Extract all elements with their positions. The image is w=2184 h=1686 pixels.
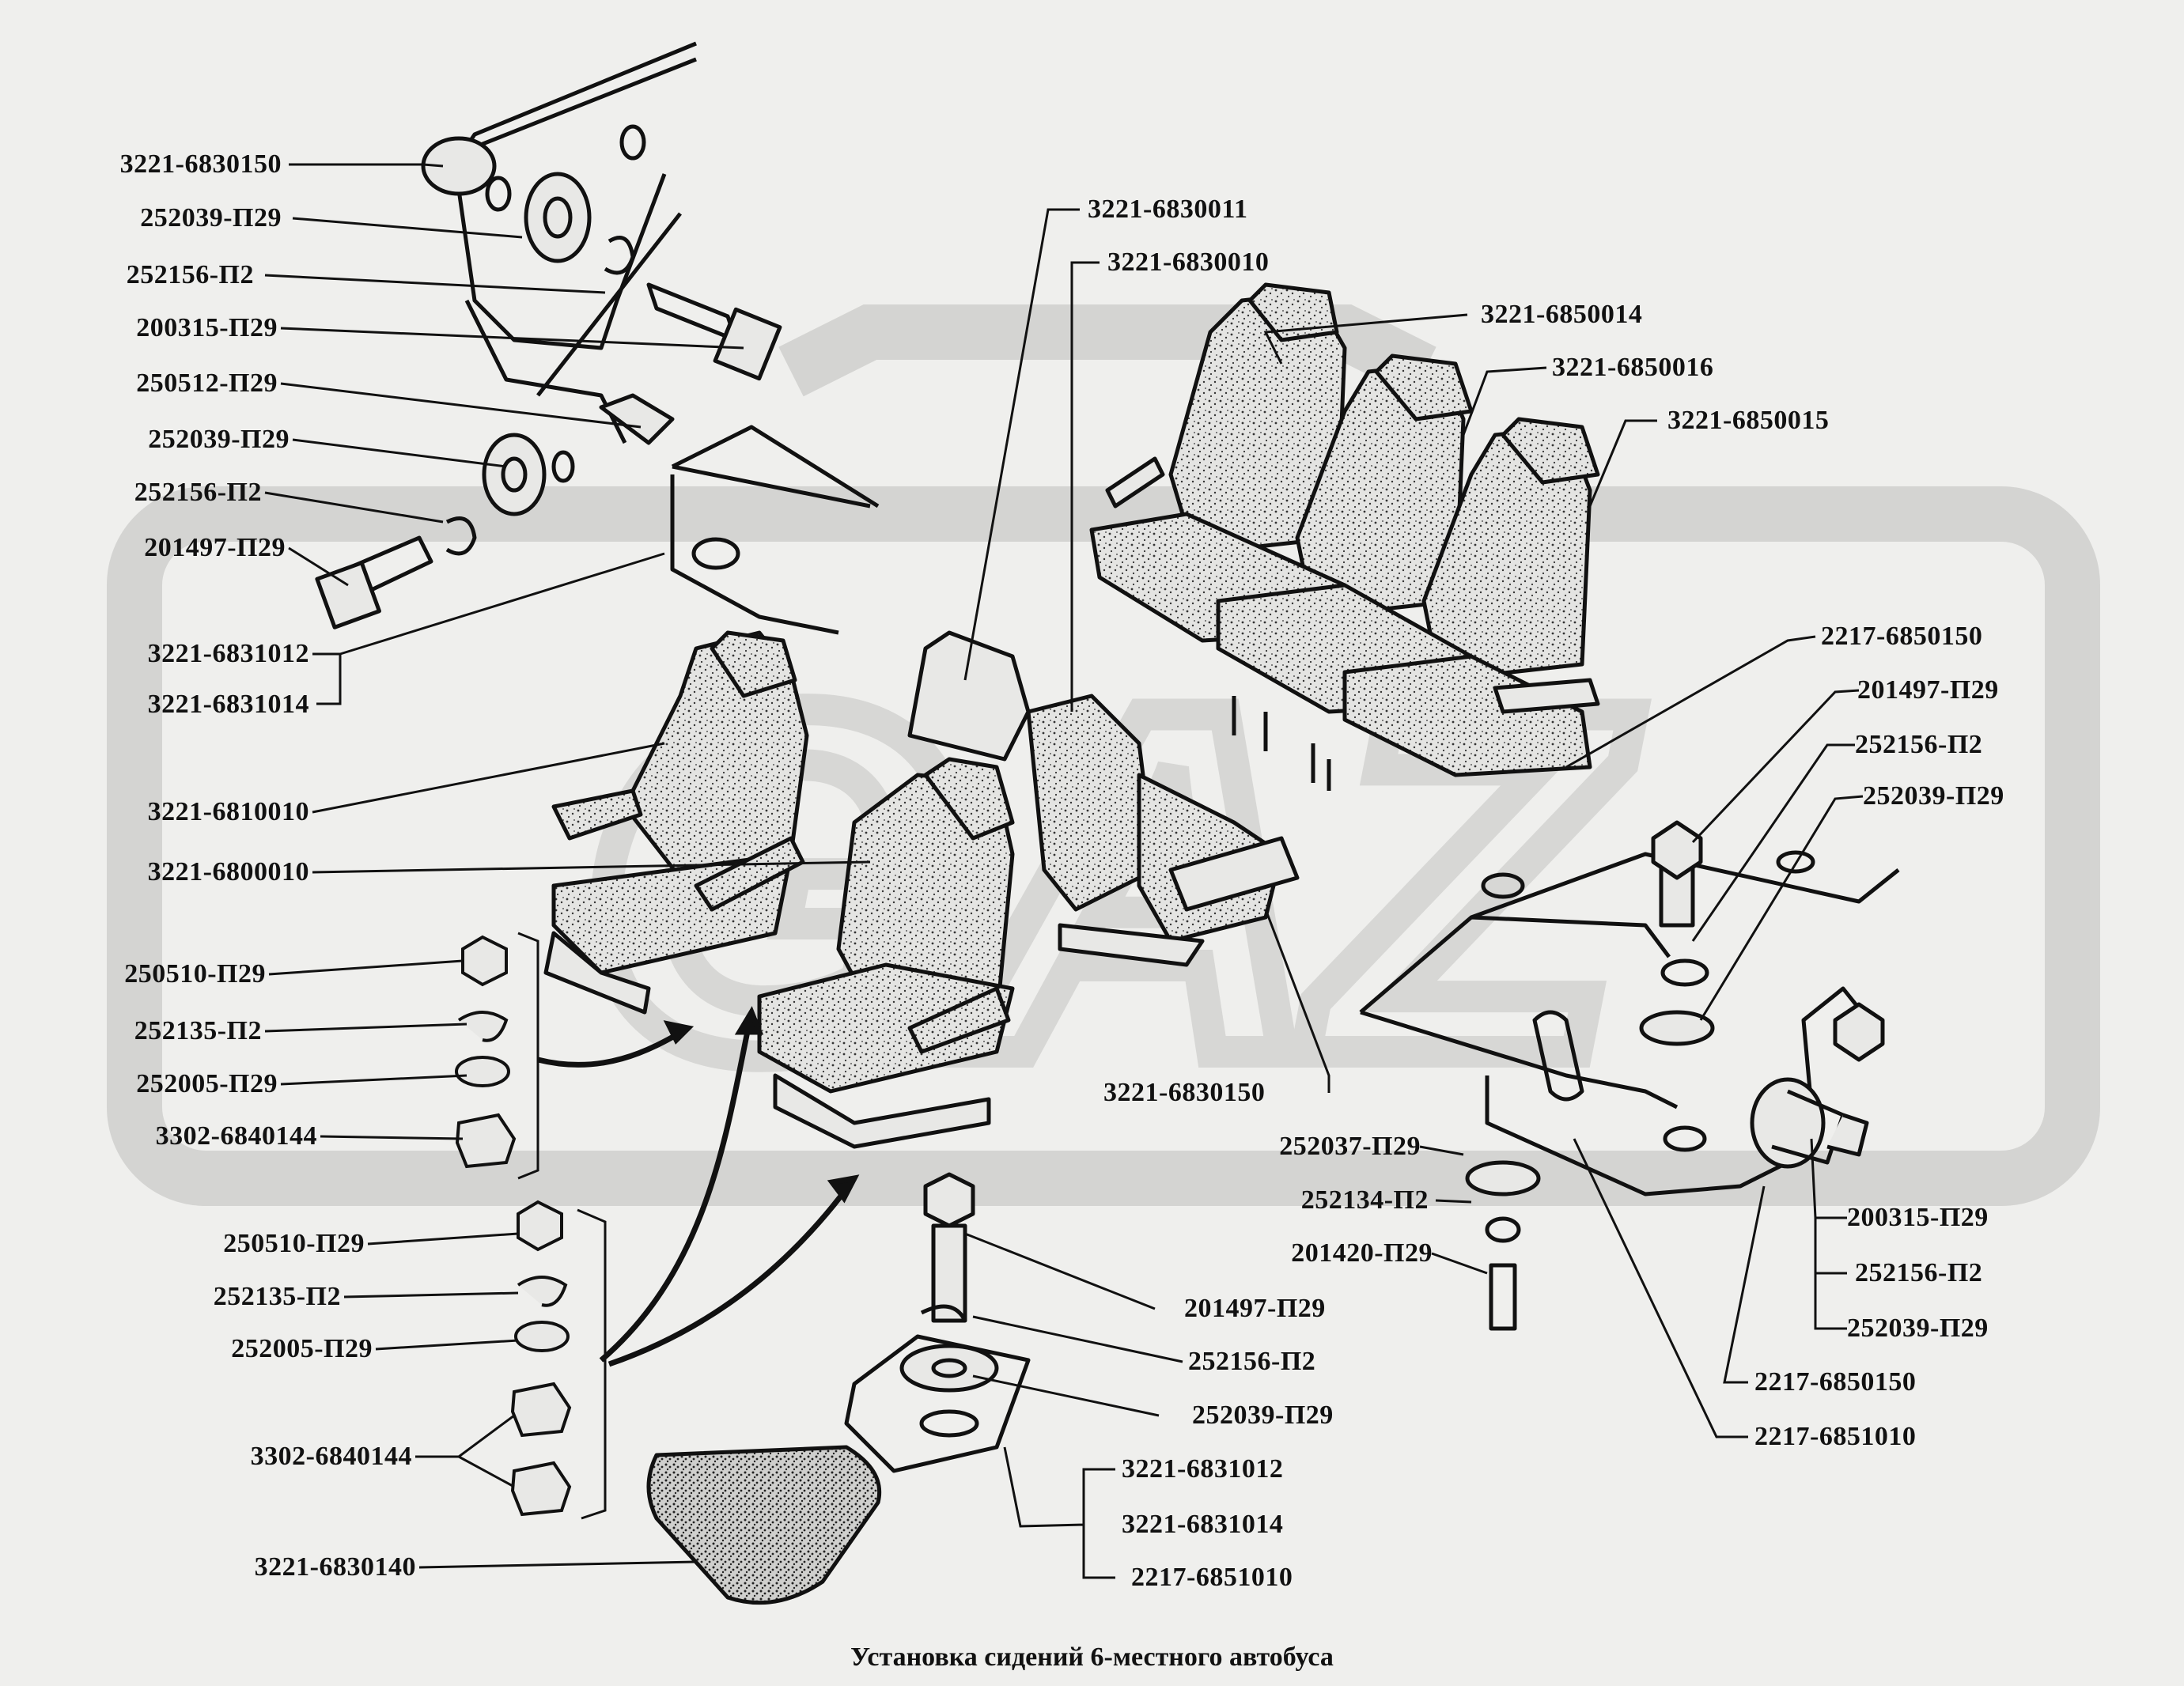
part-label: 252037-П29 — [1279, 1132, 1421, 1161]
part-label: 252134-П2 — [1300, 1185, 1429, 1215]
bench-seat — [1089, 282, 1600, 791]
part-label: 2217-6850150 — [1754, 1367, 1917, 1397]
part-label: 252135-П2 — [134, 1016, 262, 1045]
part-label: 252039-П29 — [1847, 1314, 1989, 1343]
part-label: 252156-П2 — [1188, 1347, 1316, 1376]
left-fastener-stacks — [455, 935, 572, 1517]
part-label: 3221-6830150 — [1103, 1078, 1266, 1107]
part-label: 2217-6850150 — [1821, 622, 1983, 651]
part-label: 201420-П29 — [1291, 1238, 1433, 1268]
part-label: 3221-6831012 — [147, 639, 309, 668]
part-label: 252039-П29 — [140, 203, 282, 232]
part-label: 200315-П29 — [136, 313, 278, 342]
upper-bracket-assembly — [315, 41, 880, 635]
part-label: 201497-П29 — [1857, 675, 1999, 705]
part-label: 3221-6850014 — [1481, 300, 1643, 329]
part-label: 252135-П2 — [213, 1282, 341, 1311]
left-seat — [543, 630, 809, 1015]
lower-fastener-assembly — [646, 1172, 1031, 1605]
part-label: 252005-П29 — [231, 1334, 373, 1363]
part-label: 3221-6850015 — [1667, 406, 1830, 435]
part-label: 3221-6830140 — [254, 1552, 416, 1582]
part-label: 3302-6840144 — [250, 1442, 412, 1471]
part-label: 201497-П29 — [144, 533, 286, 562]
center-seat — [757, 757, 1015, 1149]
part-label: 252039-П29 — [1863, 781, 2004, 811]
right-bracket-assembly — [1359, 820, 1900, 1331]
part-label: 252156-П2 — [134, 478, 262, 507]
part-label: 250510-П29 — [223, 1229, 365, 1258]
part-label: 3221-6830010 — [1107, 248, 1270, 277]
part-label: 3221-6830011 — [1088, 195, 1248, 224]
part-label: 201497-П29 — [1184, 1294, 1326, 1323]
part-label: 250512-П29 — [136, 369, 278, 398]
part-label: 252039-П29 — [1192, 1401, 1334, 1430]
part-label: 3302-6840144 — [155, 1121, 317, 1151]
folding-seat — [907, 630, 1300, 967]
part-label: 3221-6831012 — [1122, 1454, 1284, 1484]
part-label: 252156-П2 — [1855, 1258, 1983, 1287]
leader-lines — [264, 163, 1864, 1579]
part-label: 200315-П29 — [1847, 1203, 1989, 1232]
part-label: 2217-6851010 — [1131, 1563, 1293, 1592]
part-label: 3221-6850016 — [1552, 353, 1714, 382]
part-label: 250510-П29 — [124, 959, 266, 989]
diagram-caption: Установка сидений 6-местного автобуса — [850, 1643, 1334, 1672]
part-label: 252005-П29 — [136, 1069, 278, 1098]
part-label: 3221-6831014 — [1122, 1510, 1284, 1539]
part-label: 3221-6800010 — [147, 857, 309, 886]
part-label: 3221-6810010 — [147, 797, 309, 826]
part-label: 252039-П29 — [148, 425, 290, 454]
part-label: 3221-6831014 — [147, 690, 309, 719]
part-label: 3221-6830150 — [119, 149, 282, 179]
part-label: 2217-6851010 — [1754, 1422, 1917, 1451]
assembly-arrows — [537, 1006, 860, 1367]
part-label: 252156-П2 — [126, 260, 254, 289]
part-label: 252156-П2 — [1855, 730, 1983, 759]
